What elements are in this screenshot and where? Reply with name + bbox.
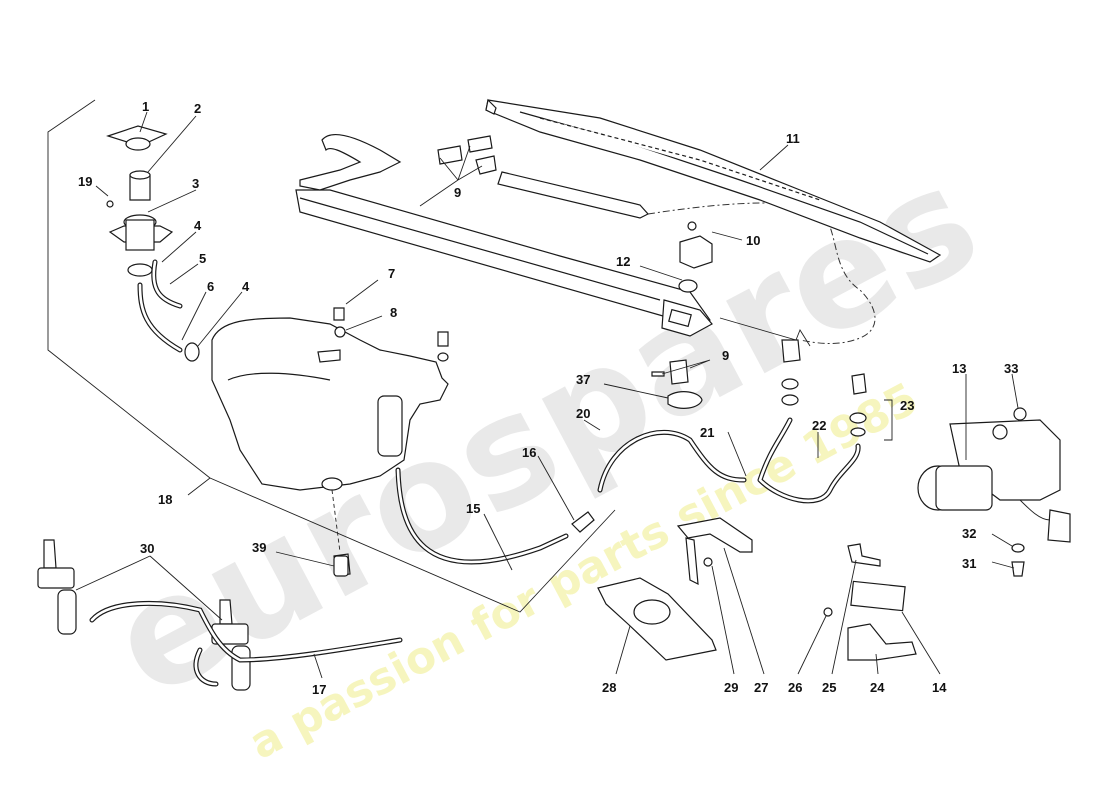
callout-28: 28 (602, 680, 616, 695)
group-bracket-18 (47, 99, 616, 613)
callout-17: 17 (312, 682, 326, 697)
callout-12: 12 (616, 254, 630, 269)
callout-2: 2 (194, 101, 201, 116)
callout-7: 7 (388, 266, 395, 281)
callout-29: 29 (724, 680, 738, 695)
callout-3: 3 (192, 176, 199, 191)
washer-jets (719, 317, 867, 437)
callout-39: 39 (252, 540, 266, 555)
brackets (597, 517, 917, 661)
callout-25: 25 (822, 680, 836, 695)
callout-13: 13 (952, 361, 966, 376)
callout-32: 32 (962, 526, 976, 541)
connector-39 (333, 555, 349, 577)
callout-4-lower: 4 (242, 279, 250, 294)
wiper-sweep-outline (647, 202, 876, 344)
callout-11: 11 (786, 131, 800, 146)
callout-26: 26 (788, 680, 802, 695)
callout-22: 22 (812, 418, 826, 433)
callout-23: 23 (900, 398, 914, 413)
callout-30: 30 (140, 541, 154, 556)
callout-9-top: 9 (454, 185, 461, 200)
callout-6: 6 (207, 279, 214, 294)
washer-reservoir (211, 307, 449, 577)
fasteners (651, 359, 1027, 577)
wiper-blade (485, 98, 942, 263)
callout-9-lower: 9 (722, 348, 729, 363)
filler-neck-assembly (106, 125, 200, 362)
headlamp-washer-pumps (37, 539, 403, 691)
callout-33: 33 (1004, 361, 1018, 376)
callout-19: 19 (78, 174, 92, 189)
callout-31: 31 (962, 556, 976, 571)
callout-21: 21 (700, 425, 714, 440)
check-valve (571, 511, 595, 533)
callout-10: 10 (746, 233, 760, 248)
callout-24: 24 (870, 680, 885, 695)
callout-27: 27 (754, 680, 768, 695)
callout-5: 5 (199, 251, 206, 266)
callout-4-upper: 4 (194, 218, 202, 233)
leader-lines (75, 111, 1019, 679)
callout-labels: 1 2 3 4 5 6 4 19 7 8 9 11 10 12 9 37 13 … (78, 99, 1018, 697)
wiper-arm (295, 133, 713, 337)
callout-18: 18 (158, 492, 172, 507)
callout-20: 20 (576, 406, 590, 421)
callout-8: 8 (390, 305, 397, 320)
clip-set-top (437, 135, 497, 175)
callout-15: 15 (466, 501, 480, 516)
callout-1: 1 (142, 99, 149, 114)
callout-14: 14 (932, 680, 947, 695)
callout-37: 37 (576, 372, 590, 387)
arm-nut-cover (678, 221, 713, 293)
wiper-motor (917, 419, 1071, 543)
callout-16: 16 (522, 445, 536, 460)
